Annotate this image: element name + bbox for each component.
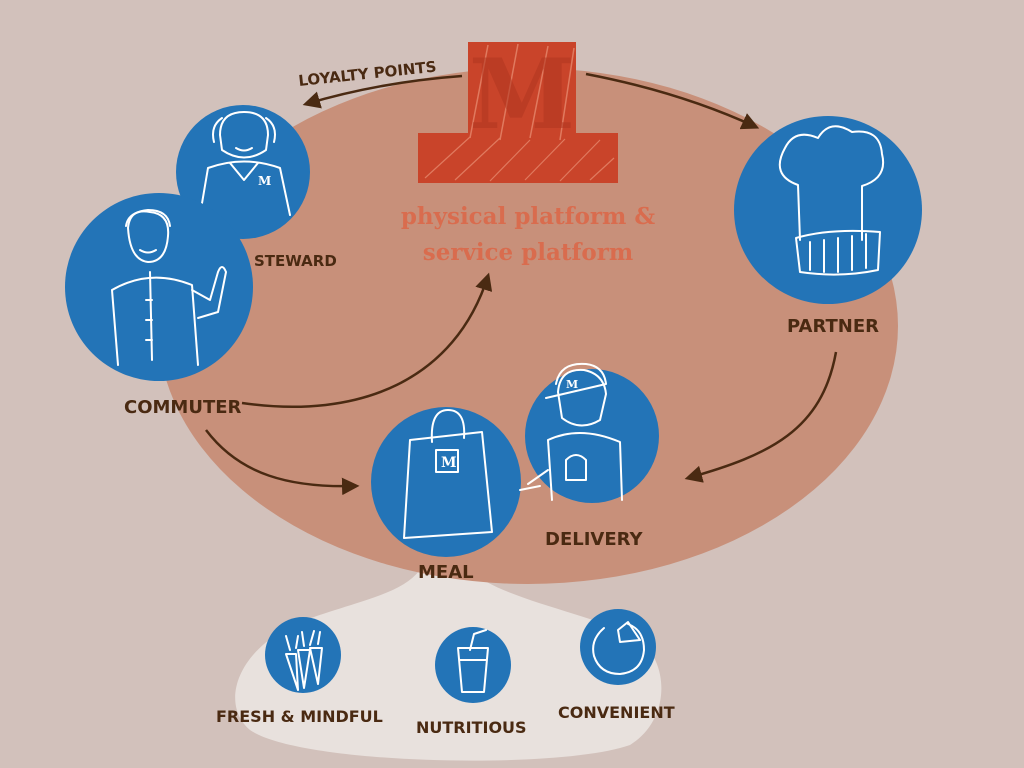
benefit-fresh-label: FRESH & MINDFUL bbox=[216, 707, 383, 726]
meal-node: M bbox=[371, 407, 521, 557]
loyalty-points-arrow bbox=[302, 74, 463, 109]
commuter-to-platform-arrow bbox=[241, 272, 493, 409]
commuter-to-meal-arrow bbox=[205, 429, 360, 496]
benefit-nutritious bbox=[435, 627, 511, 703]
benefit-fresh bbox=[265, 617, 341, 693]
benefit-convenient bbox=[580, 609, 656, 685]
partner-node bbox=[734, 116, 922, 304]
commuter-person-icon bbox=[111, 209, 227, 366]
svg-text:M: M bbox=[258, 174, 271, 188]
clock-icon bbox=[592, 621, 645, 675]
benefit-convenient-label: CONVENIENT bbox=[558, 703, 675, 722]
commuter-node bbox=[65, 193, 253, 381]
carrots-icon bbox=[285, 630, 323, 691]
chef-hat-icon bbox=[778, 125, 884, 276]
platform-ellipse bbox=[158, 68, 898, 584]
delivery-person-icon: M bbox=[519, 362, 623, 501]
meal-label: MEAL bbox=[418, 562, 474, 583]
partner-label: PARTNER bbox=[787, 316, 879, 337]
svg-text:M: M bbox=[566, 378, 578, 391]
logo-to-partner-arrow bbox=[585, 72, 760, 130]
tagline-line-2: service platform bbox=[423, 239, 633, 266]
benefit-nutritious-label: NUTRITIOUS bbox=[416, 718, 527, 737]
shopping-bag-icon: M bbox=[403, 409, 493, 539]
delivery-label: DELIVERY bbox=[545, 529, 644, 550]
steward-label: STEWARD bbox=[254, 252, 337, 270]
drink-glass-icon bbox=[457, 629, 489, 693]
m-logo: M bbox=[418, 38, 618, 183]
delivery-node: M bbox=[519, 362, 659, 503]
partner-to-delivery-arrow bbox=[684, 351, 838, 483]
m-logo-letter: M bbox=[469, 38, 575, 151]
tagline-line-1: physical platform & bbox=[401, 203, 656, 230]
commuter-label: COMMUTER bbox=[124, 397, 242, 418]
svg-text:M: M bbox=[441, 455, 457, 471]
